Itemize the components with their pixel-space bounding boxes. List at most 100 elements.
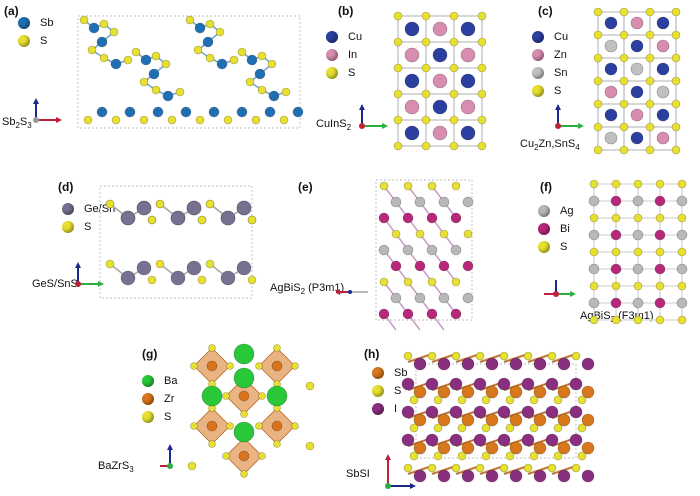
atom-cu (432, 99, 448, 115)
atom-s (633, 213, 643, 223)
atom-s (409, 451, 419, 461)
legend-label: Ag (560, 205, 574, 217)
legend-c: Cu Zn Sn S (532, 28, 568, 100)
atom-zr (271, 420, 283, 432)
unit-cell-outline (77, 15, 301, 129)
atom-sbo (557, 441, 571, 455)
atom-s (393, 115, 403, 125)
atom-i (545, 433, 559, 447)
atom-s (139, 115, 149, 125)
atom-s (433, 395, 443, 405)
atom-s (205, 53, 215, 63)
atom-s (421, 63, 431, 73)
atom-s (671, 53, 681, 63)
atom-s (619, 53, 629, 63)
atom-sb (202, 36, 214, 48)
atom-s (208, 344, 216, 352)
atom-cu (404, 21, 420, 37)
atom-in (404, 99, 420, 115)
atom-s (255, 362, 263, 370)
atom-ag (676, 229, 688, 241)
atom-s (393, 89, 403, 99)
atom-bi (462, 260, 474, 272)
atom-bi (610, 195, 622, 207)
atom-ag (426, 244, 438, 256)
atom-i (557, 357, 571, 371)
atom-s (257, 85, 267, 95)
legend-label: Zn (554, 49, 567, 61)
axis-triad-e (336, 289, 368, 295)
atom-s (409, 423, 419, 433)
atom-s (645, 30, 655, 40)
atom-s (427, 351, 437, 361)
formula-g: BaZrS3 (98, 460, 134, 475)
legend-label: Sn (554, 67, 568, 79)
legend-item: Sb (18, 14, 53, 32)
atom-g (186, 260, 202, 276)
atom-s (291, 422, 299, 430)
atom-s (633, 281, 643, 291)
atom-s (619, 99, 629, 109)
structure-agbis2-p3m1 (375, 179, 474, 331)
atom-cu (630, 131, 644, 145)
atom-ag (402, 244, 414, 256)
atom-bi (610, 297, 622, 309)
legend-item: S (62, 218, 115, 236)
atom-s (529, 451, 539, 461)
atom-in (404, 47, 420, 63)
atom-s (677, 247, 687, 257)
atom-s-swatch (538, 241, 550, 253)
atom-s-swatch (326, 67, 338, 79)
atom-zn (630, 16, 644, 30)
legend-label: Zr (164, 393, 175, 405)
atom-s (457, 423, 467, 433)
atom-i (413, 357, 427, 371)
atom-i (581, 357, 595, 371)
atom-s (655, 213, 665, 223)
atom-s (403, 277, 413, 287)
atom-s (593, 76, 603, 86)
legend-item: S (326, 64, 362, 82)
atom-s (190, 362, 198, 370)
atom-s (677, 315, 687, 325)
atom-ag (676, 297, 688, 309)
atom-s (240, 470, 248, 478)
atom-s (205, 19, 215, 29)
atom-i (473, 433, 487, 447)
legend-item: I (372, 400, 407, 418)
atom-ag (438, 196, 450, 208)
atom-i (485, 469, 499, 483)
panel-label-b: (b) (338, 4, 354, 18)
atom-bi (414, 260, 426, 272)
atom-s (645, 122, 655, 132)
atom-s (279, 115, 289, 125)
atom-s (633, 247, 643, 257)
atom-ag (378, 244, 390, 256)
legend-item: S (142, 408, 177, 426)
atom-s (415, 229, 425, 239)
atom-sb (236, 106, 248, 118)
atom-s (305, 441, 315, 451)
legend-label: Bi (560, 223, 570, 235)
atom-g (220, 210, 236, 226)
atom-s (449, 115, 459, 125)
atom-s (185, 15, 195, 25)
atom-s (481, 395, 491, 405)
atom-s (379, 181, 389, 191)
atom-i (425, 433, 439, 447)
atom-s (655, 179, 665, 189)
atom-s (499, 351, 509, 361)
atom-sbo (461, 385, 475, 399)
atom-s (611, 213, 621, 223)
structure-sb2s3 (77, 15, 304, 129)
axis-triad-a (33, 98, 62, 123)
panel-label-h: (h) (364, 347, 380, 361)
legend-a: Sb S (18, 14, 53, 50)
atom-s (671, 99, 681, 109)
atom-sb (152, 106, 164, 118)
atom-i (401, 433, 415, 447)
atom-cu (656, 108, 670, 122)
atom-ag (588, 229, 600, 241)
atom-cu (656, 62, 670, 76)
atom-s (155, 259, 165, 269)
